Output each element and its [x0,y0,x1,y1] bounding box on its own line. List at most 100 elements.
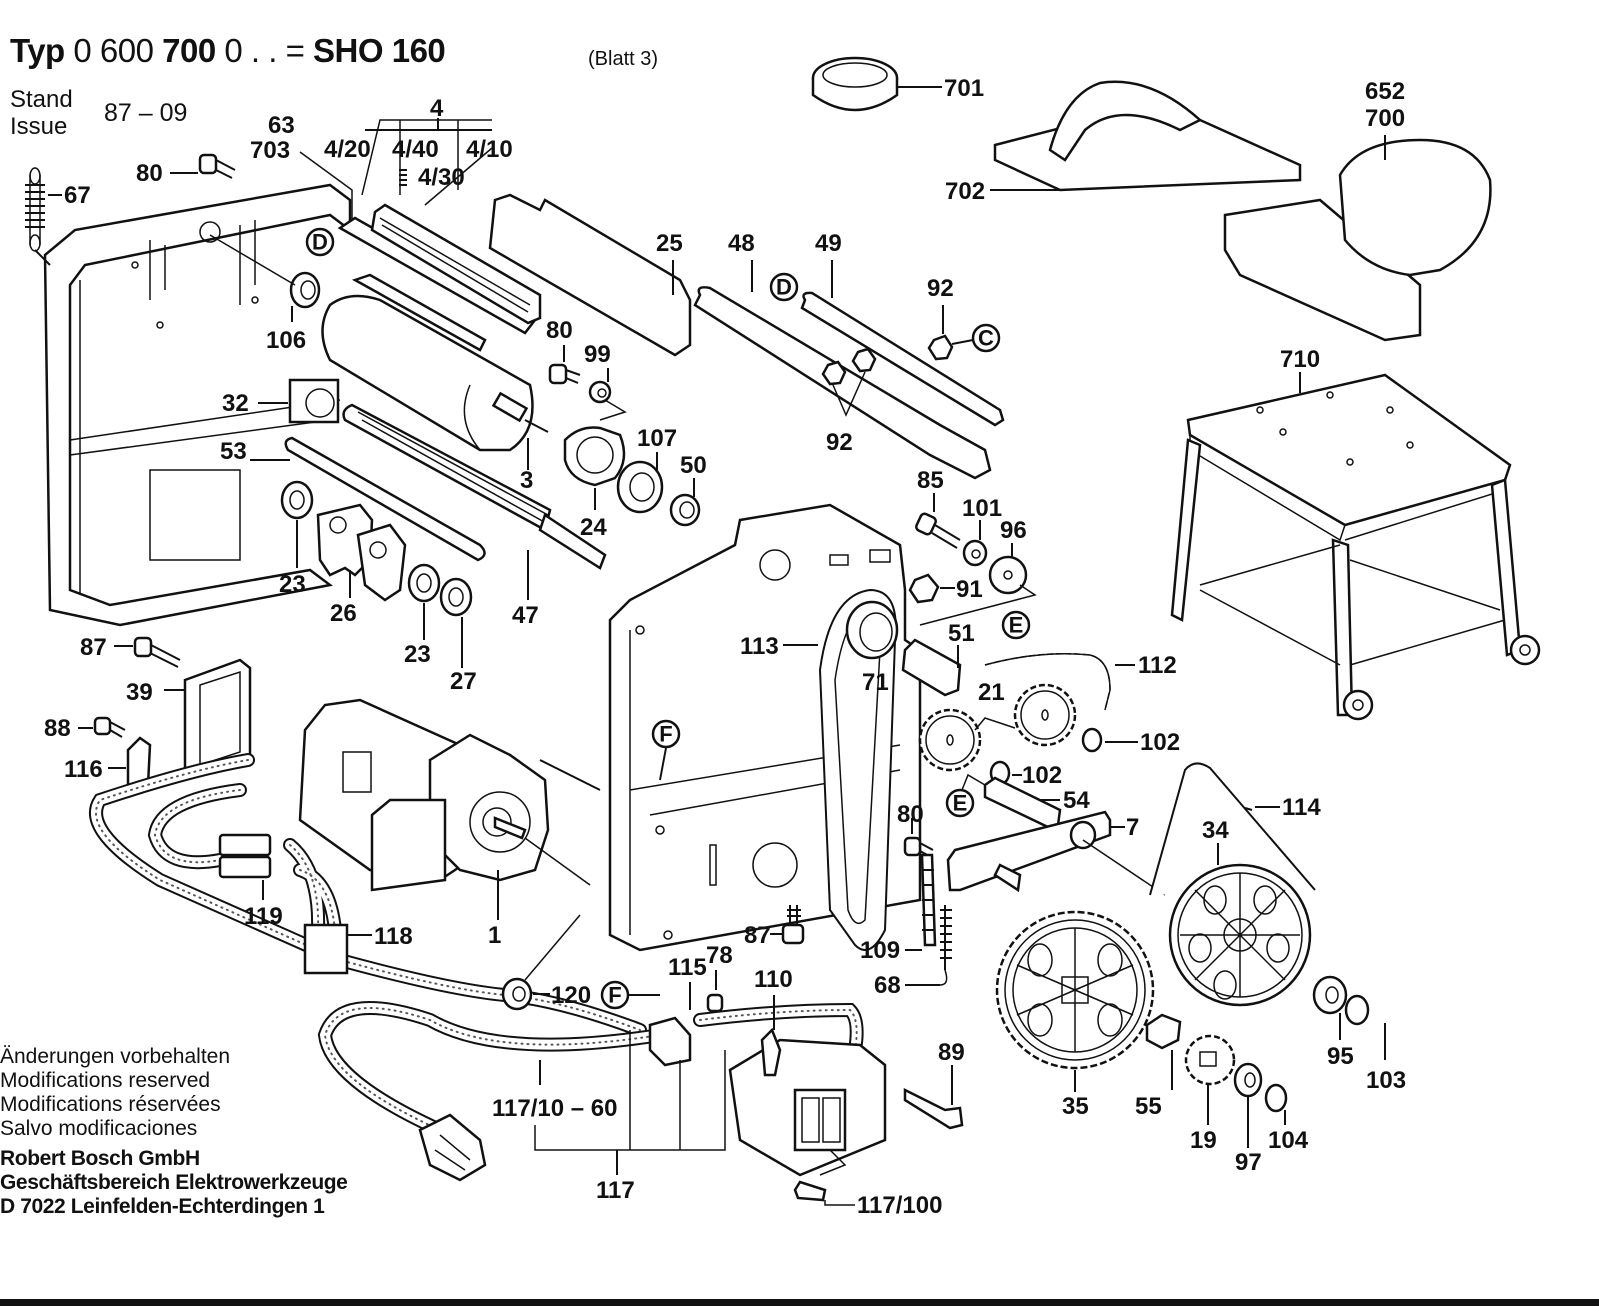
label-115: 115 [668,954,707,981]
issue-date: 87 – 09 [104,99,188,127]
ref-marker-d-2 [769,272,799,302]
label-4-10: 4/10 [466,136,513,163]
svg-text:E: E [1009,613,1024,638]
spring-67: 67 [25,167,91,266]
label-19: 19 [1190,1127,1217,1154]
ref-marker-d-1 [305,227,335,257]
label-92-upper: 92 [927,275,954,302]
label-88: 88 [44,715,71,742]
retaining-clips-102: 102 102 [989,727,1180,789]
label-63: 63 [268,112,295,139]
capacitor-118: 118 [303,923,413,975]
rollers-48-49: 48 49 D 92 92 C [693,230,1005,480]
rod-53: 53 [220,436,486,562]
label-48: 48 [728,230,755,257]
label-80-right: 80 [897,801,924,828]
label-51: 51 [948,620,975,647]
footer-block: Änderungen vorbehalten Modifications res… [0,1045,348,1219]
ref-marker-d-1-text: D [312,230,328,255]
label-4-20: 4/20 [324,136,371,163]
ref-marker-e-1 [1001,610,1031,640]
label-104: 104 [1268,1127,1309,1154]
ref-marker-c [971,323,1001,353]
svg-text:D: D [776,275,792,300]
label-50: 50 [680,452,707,479]
small-gear-parts: 55 19 97 104 95 103 [1135,975,1406,1176]
bottom-rule [0,1299,1599,1306]
label-35: 35 [1062,1093,1089,1120]
motor-1: 1 [298,698,591,949]
svg-text:C: C [978,326,994,351]
label-114: 114 [1282,794,1321,821]
label-118: 118 [374,923,413,950]
type-number: 0 600 700 0 . . = [73,32,305,69]
label-39: 39 [126,679,153,706]
grommet-120: 120 [501,914,591,1011]
belt-113-pulley-71: 113 71 [740,588,899,951]
label-110: 110 [754,966,793,993]
ref-marker-e-2 [945,788,975,818]
stand-710: 710 [1170,346,1541,721]
company-division: Geschäftsbereich Elektrowerkzeuge [0,1171,348,1194]
label-3: 3 [520,467,533,494]
disclaimer-es: Salvo modificaciones [0,1117,198,1140]
label-55: 55 [1135,1093,1162,1120]
label-1: 1 [488,922,501,949]
small-fasteners-right: 80 87 109 68 [744,801,952,999]
label-112: 112 [1138,652,1177,679]
tension-plate-7: 7 [946,810,1166,896]
label-26: 26 [330,600,357,627]
label-91: 91 [956,576,983,603]
label-97: 97 [1235,1149,1262,1176]
label-80-top: 80 [136,160,163,187]
label-96: 96 [1000,517,1027,544]
label-700: 700 [1365,105,1405,132]
issue-label-block: Stand Issue [10,86,73,140]
pin-54: 54 E [945,773,1090,830]
label-109: 109 [860,937,900,964]
label-68: 68 [874,972,901,999]
label-116: 116 [64,756,103,783]
label-80-mid: 80 [546,317,573,344]
label-701: 701 [944,75,984,102]
svg-text:F: F [659,722,672,747]
label-702: 702 [945,178,985,205]
label-87-right: 87 [744,922,771,949]
ref-marker-f-2 [600,980,630,1010]
label-4: 4 [430,95,444,122]
label-117-10-60: 117/10 – 60 [492,1095,617,1122]
label-21: 21 [978,679,1005,706]
motor-mount-parts: 87 39 88 116 [44,634,252,794]
label-24: 24 [580,514,607,541]
gear-35: 35 [995,910,1155,1120]
label-652: 652 [1365,78,1405,105]
label-25: 25 [656,230,683,257]
switch-assembly-117: F 115 78 110 117/10 – 60 117 117/100 [492,942,965,1219]
bearing-parts-upper: 80 99 24 107 50 [546,317,707,541]
shaft-51: 51 [901,620,975,697]
label-54: 54 [1063,787,1090,814]
typ-label: Typ [10,32,65,69]
label-4-30: 4/30 [418,164,465,191]
label-117-100: 117/100 [857,1192,942,1219]
label-34: 34 [1202,817,1229,844]
label-67: 67 [64,182,91,209]
label-85: 85 [917,467,944,494]
label-102-left: 102 [1022,762,1062,789]
fasteners-85-101-96-91: 85 101 96 91 E [908,467,1037,640]
dust-hood-652-700: 652 700 [1223,78,1492,342]
disclaimer-de: Änderungen vorbehalten [0,1045,231,1068]
sheet-number: (Blatt 3) [588,48,659,70]
bearing-block-32: 32 [222,378,340,424]
label-120: 120 [551,982,591,1009]
label-4-40: 4/40 [392,136,439,163]
label-102-right: 102 [1140,729,1180,756]
bushing-106: 106 [209,234,321,354]
label-23-left: 23 [279,571,306,598]
chain-112: 112 [984,652,1177,711]
label-53: 53 [220,438,247,465]
label-87-left: 87 [80,634,107,661]
push-block-702: 702 [945,80,1302,205]
cutter-drum-3: 3 [321,294,549,494]
